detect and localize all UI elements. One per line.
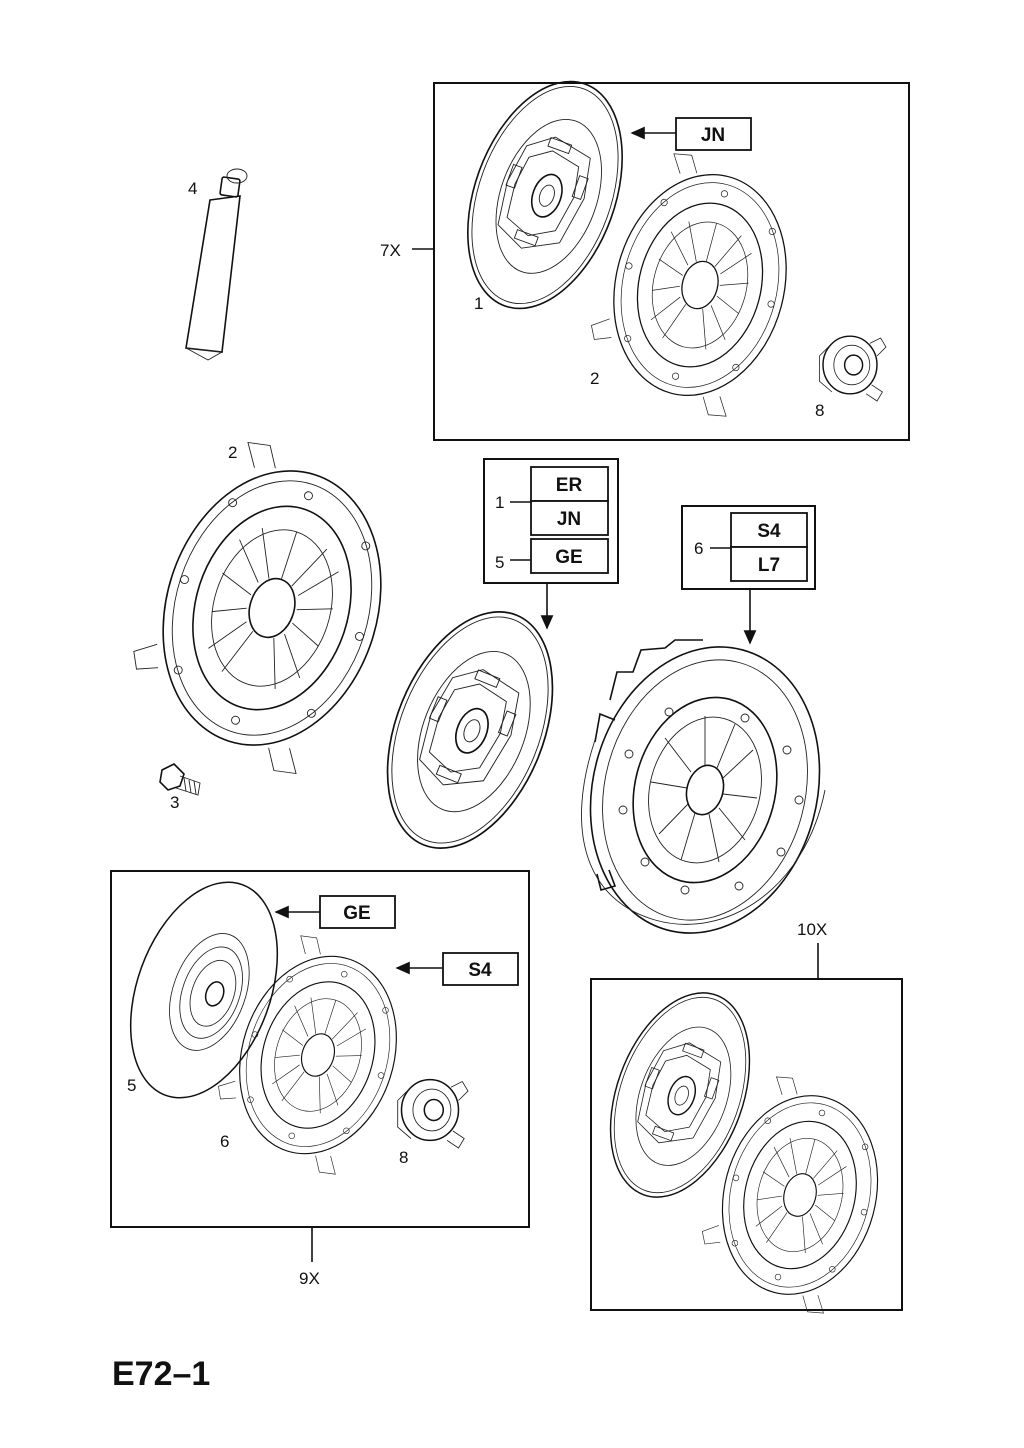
- code-box-ge: [319, 895, 396, 929]
- loose-pressure-plate: [111, 424, 421, 788]
- kit-9x-box: 9X 5 6 8 GE S4: [110, 870, 530, 1288]
- release-bearing: [818, 335, 887, 402]
- bolt: 3: [159, 763, 201, 812]
- kit-9x-label: 9X: [299, 1269, 320, 1288]
- code-er: ER: [556, 475, 583, 496]
- tube-label: 4: [188, 179, 197, 198]
- part-6-label: 6: [220, 1132, 229, 1151]
- paste-tube: 4: [185, 168, 248, 361]
- bolt-label: 3: [170, 793, 179, 812]
- part-8-label-9x: 8: [399, 1148, 408, 1167]
- legend-part-6: 6: [694, 539, 703, 558]
- part-5-label: 5: [127, 1076, 136, 1095]
- right-code-legend: S4 L7 6: [681, 505, 816, 645]
- center-code-legend: ER JN GE 1 5: [483, 458, 619, 630]
- pressure-plate-label: 2: [228, 443, 237, 462]
- pressure-plate: [576, 140, 814, 427]
- pressure-plate-9x: [202, 922, 425, 1185]
- legend-part-5: 5: [495, 553, 504, 572]
- code-box-s4: [442, 952, 519, 986]
- kit-7x-label: 7X: [380, 241, 401, 260]
- code-l7: L7: [758, 555, 780, 576]
- code-s4: S4: [468, 960, 492, 981]
- code-s4-right: S4: [757, 521, 781, 542]
- pressure-plate-10x: [688, 1065, 903, 1323]
- legend-part-1: 1: [495, 493, 504, 512]
- part-1-label: 1: [474, 294, 483, 313]
- clutch-disc: [438, 59, 652, 331]
- clutch-disc-9x: [129, 881, 279, 1099]
- part-8-label: 8: [815, 401, 824, 420]
- release-bearing-9x: [396, 1078, 469, 1149]
- kit-10x-label: 10X: [797, 920, 827, 939]
- code-box-jn: [675, 117, 752, 151]
- code-jn-center: JN: [557, 509, 581, 530]
- center-clutch-disc: [354, 586, 586, 874]
- code-ge-center: GE: [555, 547, 582, 568]
- kit-7x-box: 7X 1 2 8 JN: [380, 59, 910, 441]
- diagram-code: E72–1: [112, 1355, 210, 1393]
- kit-10x-box: 10X: [583, 920, 903, 1323]
- right-pressure-plate: [581, 639, 826, 934]
- part-2-label: 2: [590, 369, 599, 388]
- code-jn: JN: [701, 125, 725, 146]
- code-ge: GE: [343, 903, 370, 924]
